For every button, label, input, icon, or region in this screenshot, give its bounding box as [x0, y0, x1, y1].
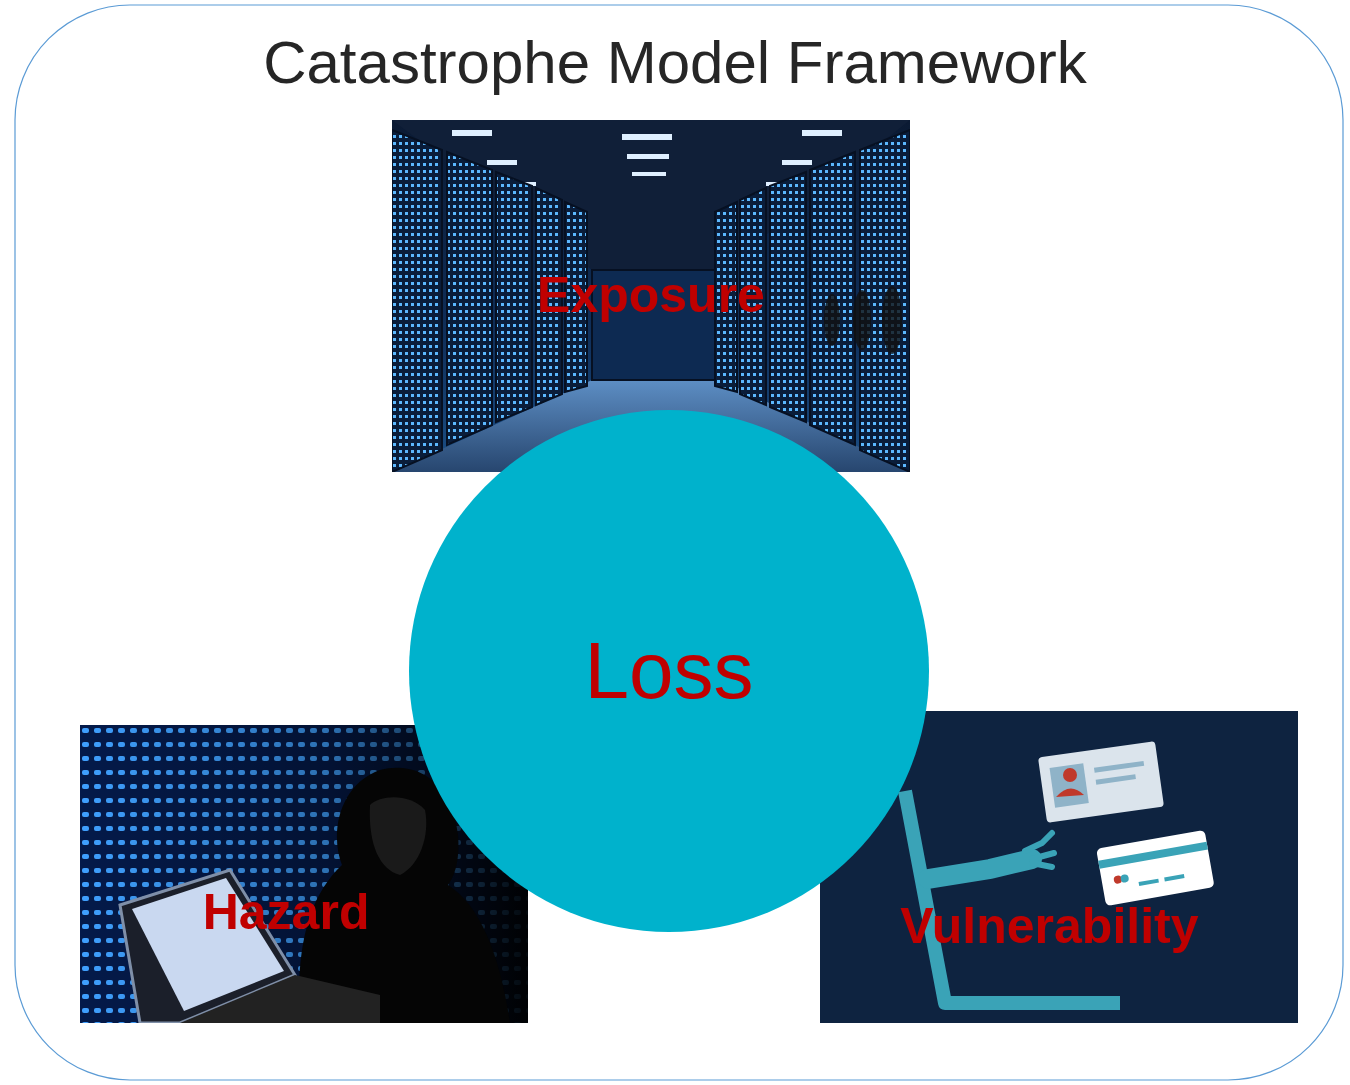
loss-circle: Loss	[408, 409, 930, 933]
node-label: Hazard	[203, 884, 370, 942]
node-label: Vulnerability	[900, 898, 1198, 956]
diagram-title: Catastrophe Model Framework	[0, 28, 1350, 97]
node-label: Exposure	[537, 267, 765, 325]
node-label: Loss	[585, 625, 754, 717]
circle-fill	[409, 410, 929, 932]
